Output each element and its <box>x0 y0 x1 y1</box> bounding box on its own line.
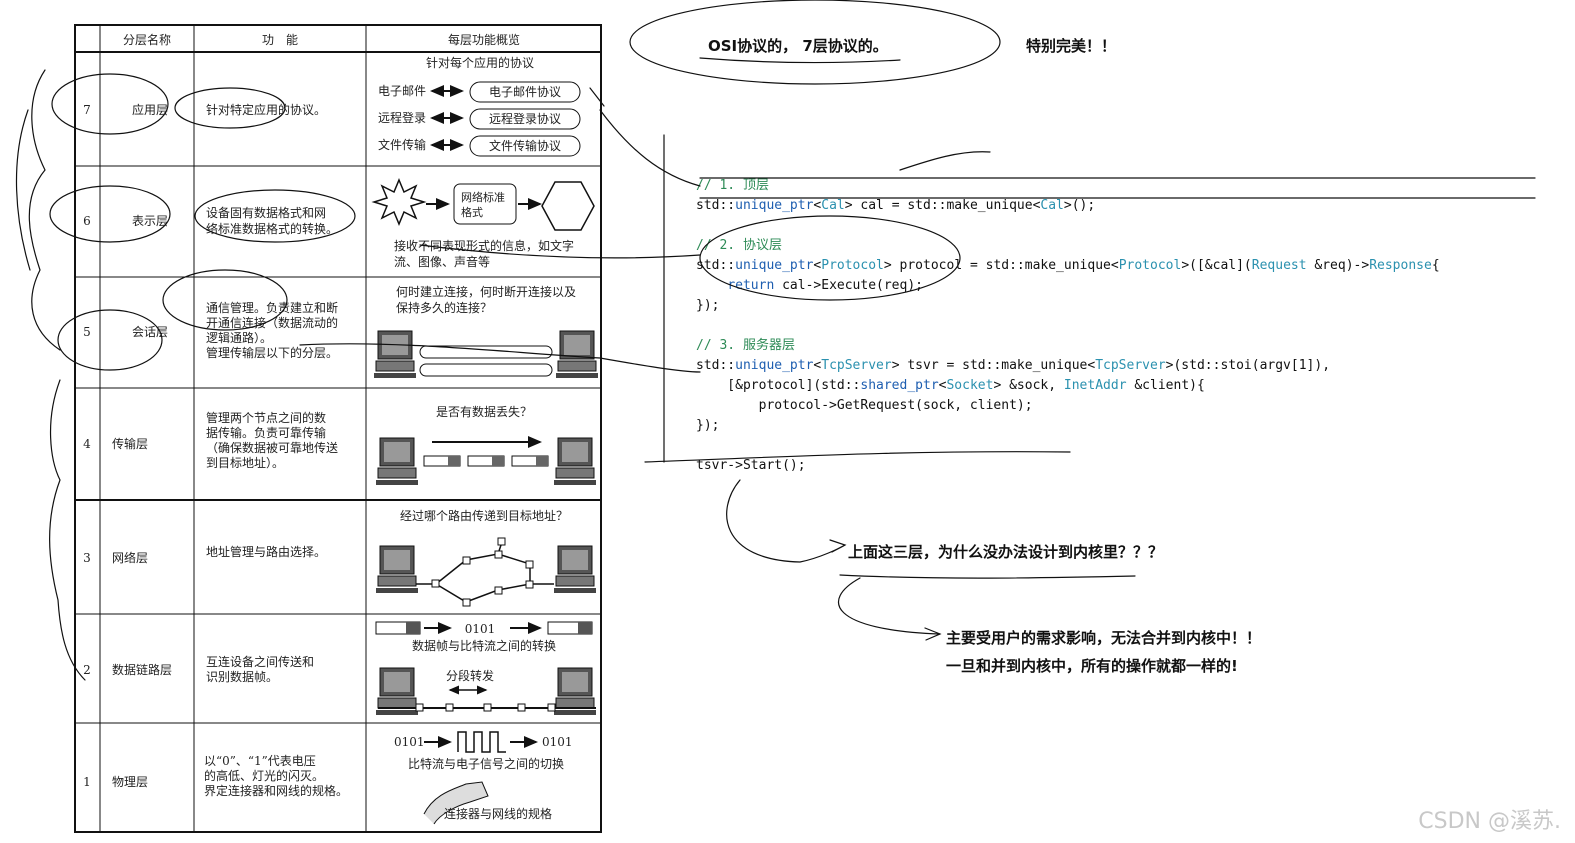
layer-number: 2 <box>83 663 91 677</box>
presentation-diagram: 网络标准 格式 接收不同表现形式的信息，如文字 流、图像、声音等 <box>371 178 595 269</box>
code-line: protocol->GetRequest(sock, client); <box>696 398 1033 413</box>
layer-7: 7 应用层 针对特定应用的协议。 <box>83 102 326 117</box>
layer-name: 物理层 <box>112 775 148 789</box>
layer-number: 7 <box>83 103 91 117</box>
layer-function: 以“0”、“1”代表电压 <box>204 754 316 768</box>
svg-text:经过哪个路由传递到目标地址？: 经过哪个路由传递到目标地址？ <box>400 508 568 523</box>
svg-text:0101: 0101 <box>465 622 496 636</box>
header-function: 功 能 <box>262 33 298 47</box>
svg-text:接收不同表现形式的信息，如文字: 接收不同表现形式的信息，如文字 <box>394 238 574 253</box>
code-comment-3: // 3. 服务器层 <box>696 338 795 353</box>
svg-text:文件传输: 文件传输 <box>378 137 426 152</box>
code-line: std::unique_ptr<Protocol> protocol = std… <box>696 258 1440 273</box>
code-line: [&protocol](std::shared_ptr<Socket> &soc… <box>696 378 1205 393</box>
layer-function: 据传输。负责可靠传输 <box>206 425 326 440</box>
svg-text:格式: 格式 <box>461 205 483 219</box>
layer-function: 地址管理与路由选择。 <box>206 544 326 559</box>
code-line: return cal->Execute(req); <box>727 278 923 293</box>
layer-name: 网络层 <box>112 550 148 565</box>
app-protocol-row: 远程登录 远程登录协议 <box>378 108 581 130</box>
svg-text:文件传输协议: 文件传输协议 <box>489 138 561 153</box>
layer-function: 开通信连接（数据流动的 <box>206 315 338 330</box>
layer-5: 5 会话层 通信管理。负责建立和断 开通信连接（数据流动的 逻辑通路）。 管理传… <box>83 300 338 360</box>
layer-function: 识别数据帧。 <box>206 669 278 684</box>
code-comment-1: // 1. 顶层 <box>696 178 769 193</box>
layer-number: 3 <box>83 551 91 565</box>
layer-function: （确保数据被可靠地传送 <box>206 440 338 455</box>
layer-name: 应用层 <box>132 102 168 117</box>
layer-name: 传输层 <box>112 436 148 451</box>
code-line: std::unique_ptr<Cal> cal = std::make_uni… <box>696 198 1096 213</box>
app-overview-title: 针对每个应用的协议 <box>426 55 534 70</box>
svg-text:是否有数据丢失？: 是否有数据丢失？ <box>436 404 532 419</box>
svg-text:连接器与网线的规格: 连接器与网线的规格 <box>444 806 552 821</box>
code-line: }); <box>696 298 720 313</box>
layer-number: 1 <box>83 775 91 789</box>
svg-text:电子邮件协议: 电子邮件协议 <box>489 84 561 99</box>
header-layer-name: 分层名称 <box>123 32 171 47</box>
svg-text:0101: 0101 <box>542 735 573 749</box>
layer-function: 互连设备之间传送和 <box>206 654 314 669</box>
layer-function: 通信管理。负责建立和断 <box>206 300 338 315</box>
app-protocol-row: 文件传输 文件传输协议 <box>378 135 581 157</box>
watermark: CSDN @溪苏. <box>1418 809 1561 834</box>
layer-function: 的高低、灯光的闪灭。 <box>204 768 324 783</box>
svg-text:比特流与电子信号之间的切换: 比特流与电子信号之间的切换 <box>408 756 564 771</box>
session-diagram: 何时建立连接，何时断开连接以及 保持多久的连接？ <box>373 284 599 379</box>
header-overview: 每层功能概览 <box>448 32 520 47</box>
svg-text:0101: 0101 <box>394 735 425 749</box>
transport-diagram: 是否有数据丢失？ <box>375 404 597 486</box>
app-protocol-row: 电子邮件 电子邮件协议 <box>378 81 581 103</box>
layer-function: 管理传输层以下的分层。 <box>206 345 338 360</box>
note-answer-2: 一旦和并到内核中，所有的操作就都一样的! <box>946 657 1238 675</box>
code-line: }); <box>696 418 720 433</box>
layer-name: 数据链路层 <box>112 662 172 677</box>
layer-function: 设备固有数据格式和网 <box>206 205 326 220</box>
network-diagram: 经过哪个路由传递到目标地址？ <box>375 508 597 607</box>
svg-text:电子邮件: 电子邮件 <box>378 84 426 98</box>
code-line: std::unique_ptr<TcpServer> tsvr = std::m… <box>696 358 1331 373</box>
physical-diagram: 0101 0101 比特流与电子信号之间的切换 连接器与网线的规格 <box>394 731 573 825</box>
svg-text:分段转发: 分段转发 <box>446 668 494 683</box>
note-perfect: 特别完美！！ <box>1026 37 1117 55</box>
layer-number: 5 <box>83 325 91 339</box>
layer-number: 6 <box>83 214 91 228</box>
layer-function: 管理两个节点之间的数 <box>206 410 326 425</box>
svg-text:数据帧与比特流之间的转换: 数据帧与比特流之间的转换 <box>412 638 556 653</box>
svg-text:保持多久的连接？: 保持多久的连接？ <box>396 300 492 315</box>
layer-4: 4 传输层 管理两个节点之间的数 据传输。负责可靠传输 （确保数据被可靠地传送 … <box>83 410 338 470</box>
datalink-diagram: 0101 数据帧与比特流之间的转换 分段转发 <box>375 621 597 716</box>
layer-6: 6 表示层 设备固有数据格式和网 络标准数据格式的转换。 <box>83 205 338 236</box>
layer-function: 到目标地址）。 <box>206 456 284 470</box>
layer-3: 3 网络层 地址管理与路由选择。 <box>83 544 326 565</box>
osi-layer-table: 分层名称 功 能 每层功能概览 7 应用层 针对特定应用的协议。 6 表示层 设… <box>74 24 602 833</box>
layer-function: 界定连接器和网线的规格。 <box>204 783 348 798</box>
code-comment-2: // 2. 协议层 <box>696 238 782 253</box>
note-question: 上面这三层，为什么没办法设计到内核里？？？ <box>848 543 1164 561</box>
standard-format-box: 网络标准 <box>461 190 505 204</box>
layer-name: 会话层 <box>132 325 168 339</box>
note-osi: OSI协议的， 7层协议的。 <box>708 37 888 55</box>
svg-text:远程登录: 远程登录 <box>378 110 426 125</box>
layer-function: 针对特定应用的协议。 <box>206 102 326 117</box>
layer-name: 表示层 <box>132 214 168 228</box>
layer-function: 逻辑通路）。 <box>206 330 272 345</box>
layer-2: 2 数据链路层 互连设备之间传送和 识别数据帧。 <box>83 654 314 684</box>
code-line: tsvr->Start(); <box>696 458 806 473</box>
layer-function: 络标准数据格式的转换。 <box>206 221 338 236</box>
svg-text:远程登录协议: 远程登录协议 <box>489 111 561 126</box>
layer-1: 1 物理层 以“0”、“1”代表电压 的高低、灯光的闪灭。 界定连接器和网线的规… <box>83 754 348 798</box>
svg-text:流、图像、声音等: 流、图像、声音等 <box>394 254 490 269</box>
svg-text:何时建立连接，何时断开连接以及: 何时建立连接，何时断开连接以及 <box>396 284 576 299</box>
note-answer-1: 主要受用户的需求影响，无法合并到内核中！！ <box>946 629 1262 647</box>
layer-number: 4 <box>83 437 91 451</box>
